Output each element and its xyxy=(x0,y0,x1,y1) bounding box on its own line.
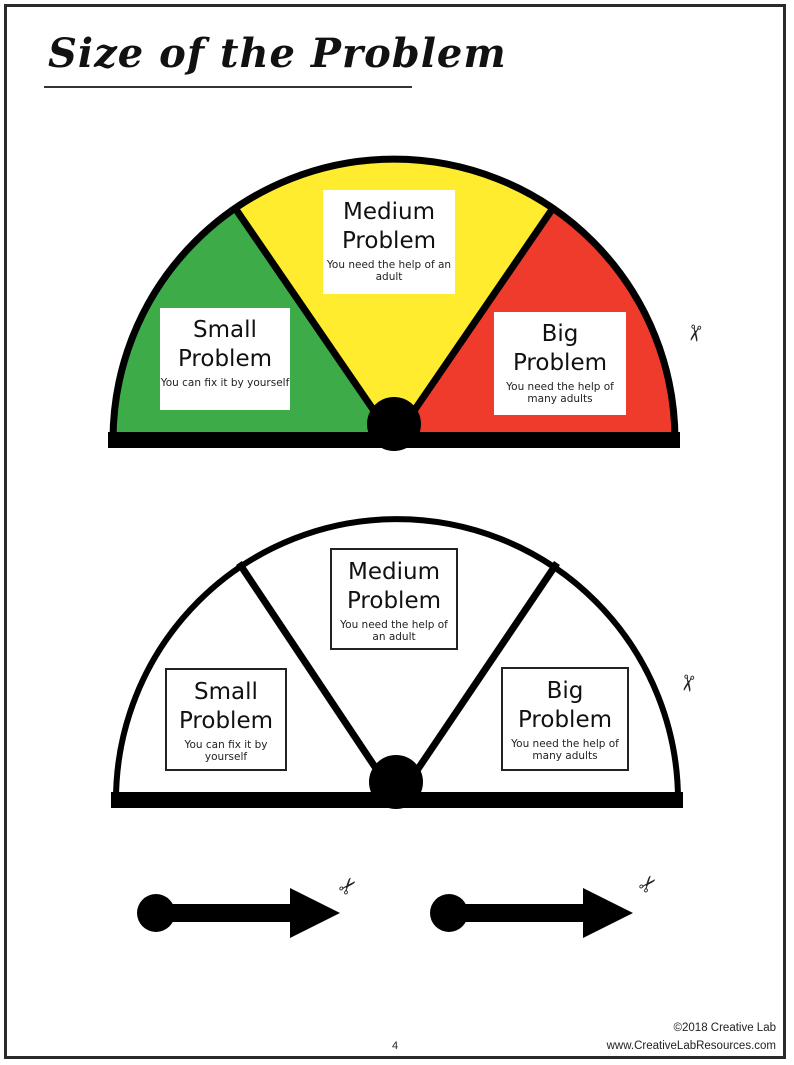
blank-meter-divider-right xyxy=(394,561,560,802)
title-underline xyxy=(44,86,412,88)
footer-copyright: ©2018 Creative Lab xyxy=(673,1022,776,1034)
blank-medium-subtitle: You need the help of an adult xyxy=(340,619,448,643)
colored-medium-subtitle: You need the help of an adult xyxy=(326,259,452,283)
page-border xyxy=(4,4,786,1059)
scissors-icon: ✂ xyxy=(679,321,708,345)
colored-meter-pivot xyxy=(367,397,421,451)
blank-medium-label: Medium Problem You need the help of an a… xyxy=(330,548,458,650)
colored-meter-divider-right xyxy=(391,206,556,442)
blank-big-label: Big Problem You need the help of many ad… xyxy=(501,667,629,771)
colored-medium-label: Medium Problem You need the help of an a… xyxy=(323,190,455,294)
colored-meter-medium-section xyxy=(235,158,553,440)
colored-small-title: Small Problem xyxy=(177,317,273,372)
page-number: 4 xyxy=(392,1040,399,1052)
pointer-arrow-right xyxy=(430,888,633,938)
colored-small-subtitle: You can fix it by yourself xyxy=(160,377,290,389)
colored-big-label: Big Problem You need the help of many ad… xyxy=(494,312,626,415)
colored-meter-outline xyxy=(109,155,679,441)
blank-big-subtitle: You need the help of many adults xyxy=(511,738,619,762)
colored-big-subtitle: You need the help of many adults xyxy=(506,381,614,405)
blank-meter-divider-left xyxy=(236,561,400,802)
colored-big-title: Big Problem xyxy=(512,321,608,376)
blank-meter-outline xyxy=(113,516,681,801)
blank-big-title: Big Problem xyxy=(517,678,613,733)
pointer-arrow-left xyxy=(137,888,340,938)
colored-meter-divider-left xyxy=(232,206,397,442)
blank-small-title: Small Problem xyxy=(178,679,274,734)
blank-medium-title: Medium Problem xyxy=(346,559,442,614)
blank-meter-pivot xyxy=(369,755,423,809)
blank-small-label: Small Problem You can fix it by yourself xyxy=(165,668,287,771)
colored-small-label: Small Problem You can fix it by yourself xyxy=(160,308,290,410)
blank-small-subtitle: You can fix it by yourself xyxy=(184,739,268,763)
scissors-icon: ✂ xyxy=(672,671,701,695)
colored-medium-title: Medium Problem xyxy=(341,199,437,254)
page-title: Size of the Problem xyxy=(48,30,507,77)
footer-url: www.CreativeLabResources.com xyxy=(606,1040,776,1052)
